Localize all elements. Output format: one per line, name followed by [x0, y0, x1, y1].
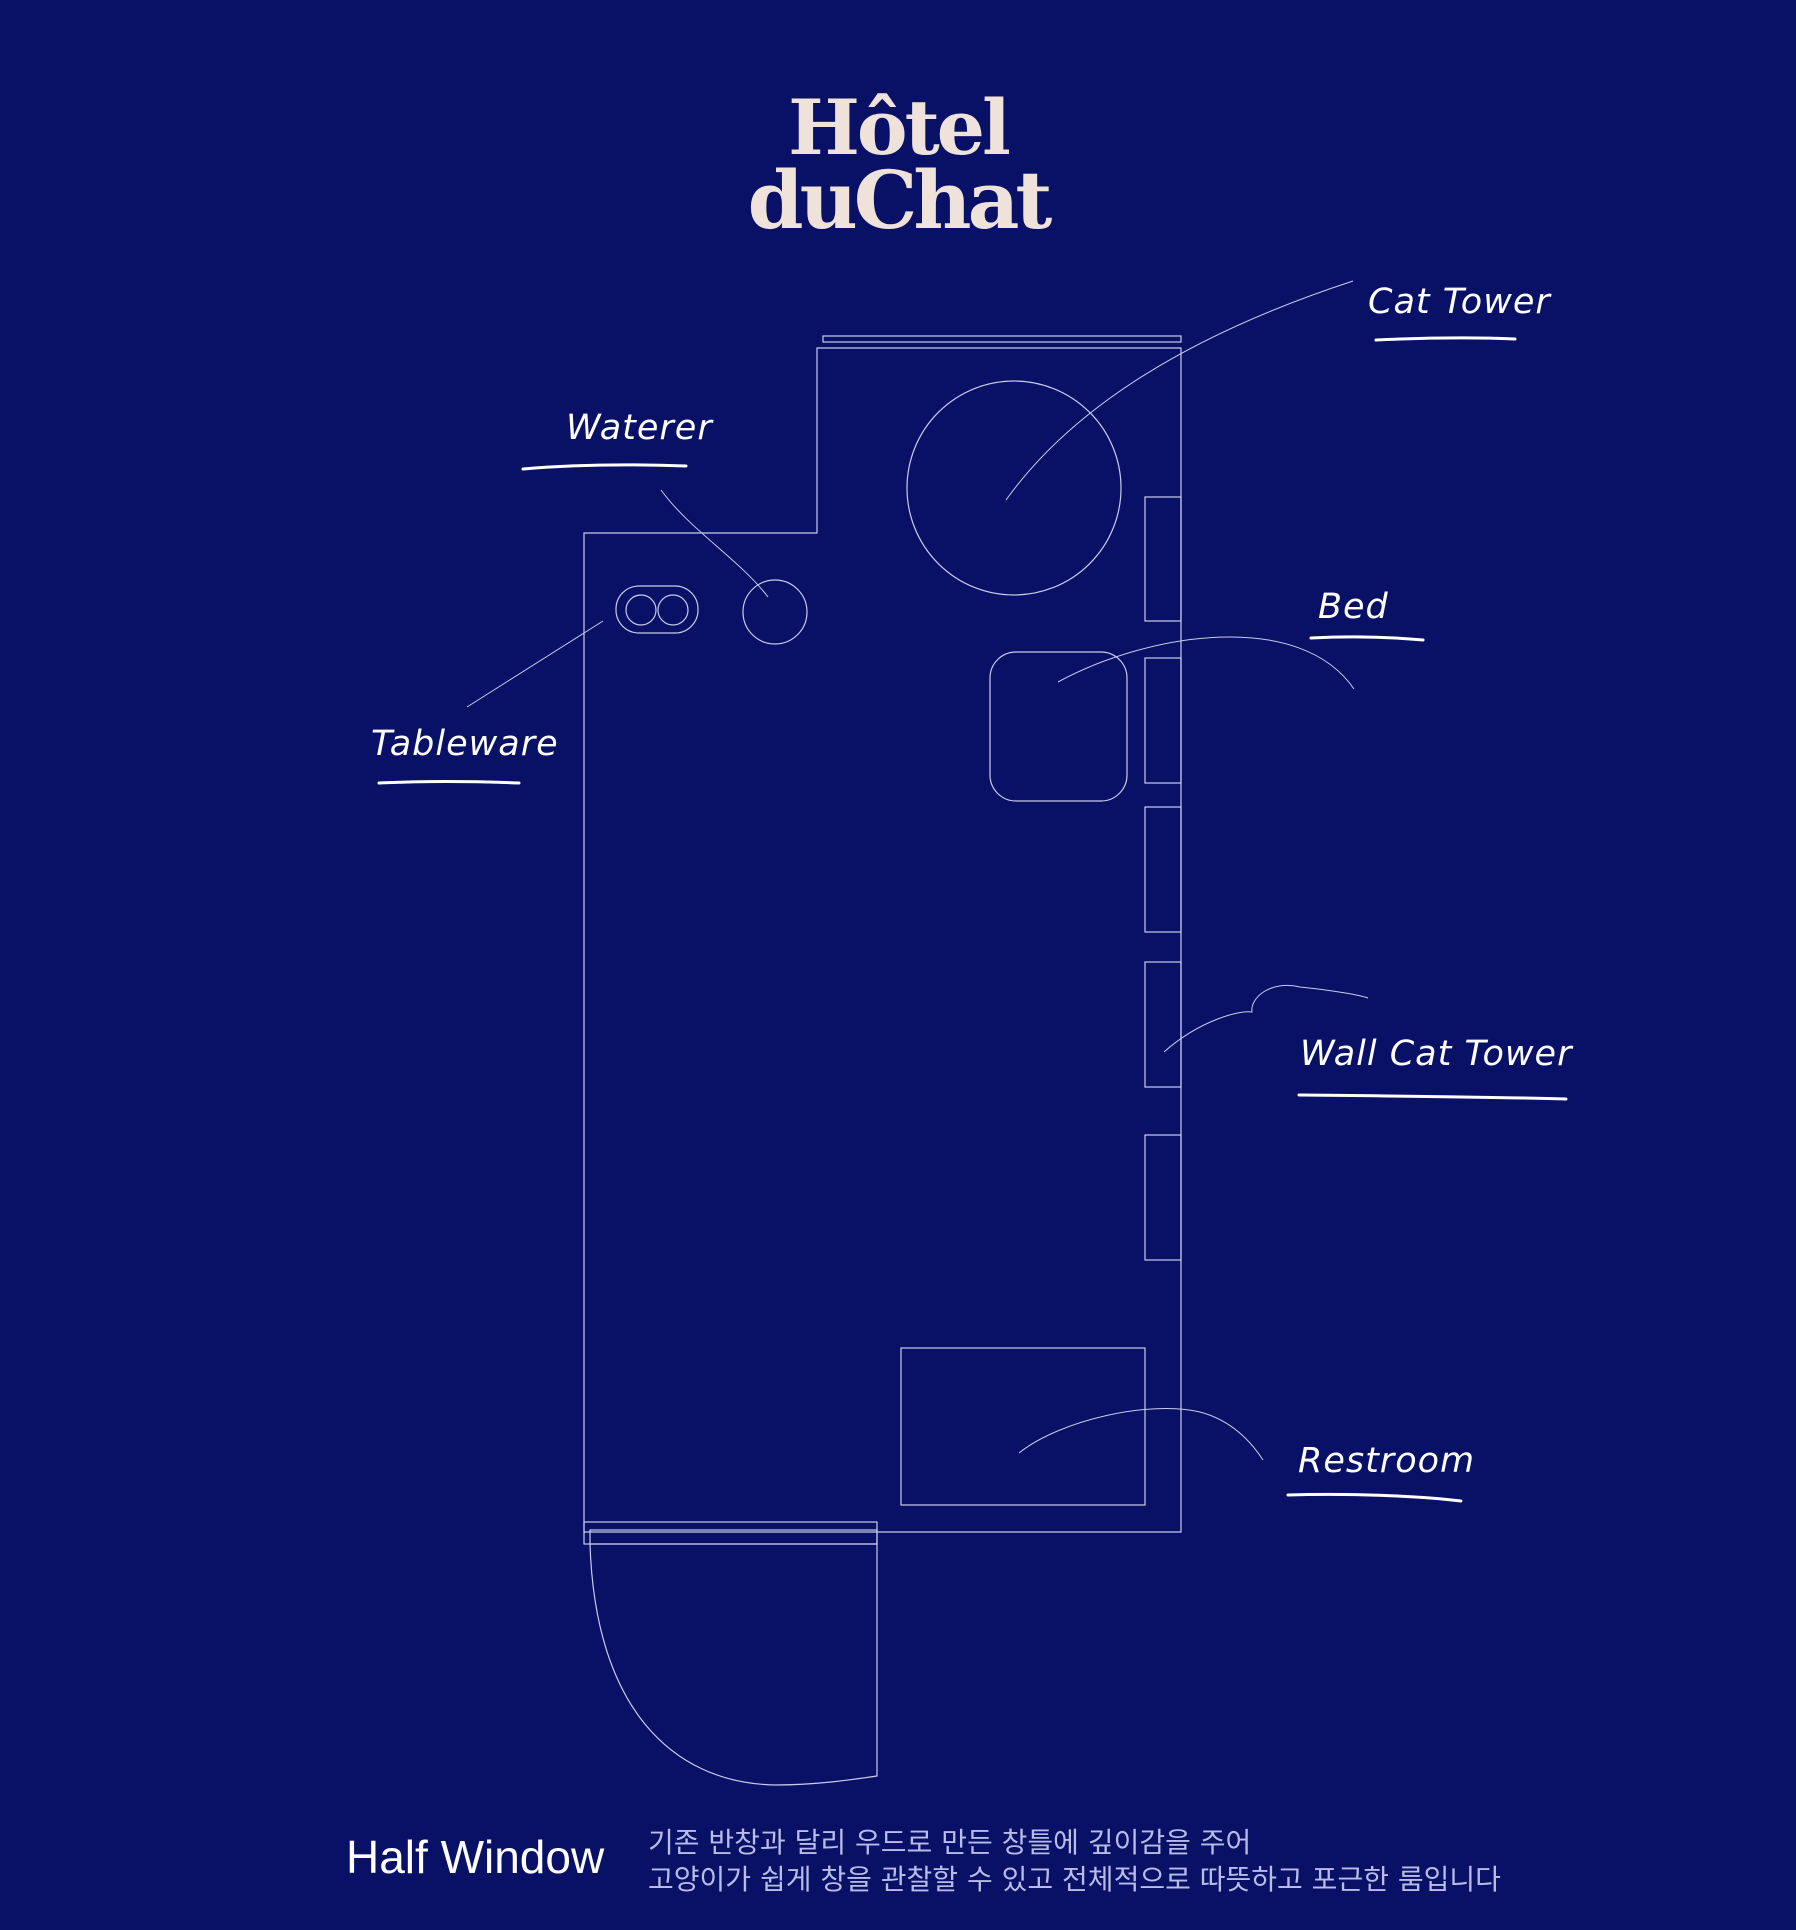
- underline-tableware: [377, 780, 521, 785]
- wall-shelf-1: [1144, 496, 1182, 622]
- wall-shelf-5: [1144, 1134, 1182, 1261]
- logo-line-2: duChat: [747, 153, 1053, 247]
- label-tableware: Tableware: [371, 724, 559, 764]
- leader-waterer: [660, 489, 769, 598]
- door-frame: [583, 1521, 878, 1545]
- tableware-shape: [615, 585, 699, 634]
- bed-shape: [989, 651, 1128, 802]
- underline-waterer: [521, 463, 688, 471]
- leader-restroom: [1018, 1407, 1264, 1461]
- description-line-2: 고양이가 쉽게 창을 관찰할 수 있고 전체적으로 따뜻하고 포근한 룸입니다: [648, 1863, 1501, 1896]
- room-outline: [583, 347, 1182, 1533]
- leader-tableware: [466, 620, 604, 708]
- label-restroom: Restroom: [1298, 1441, 1476, 1481]
- hotel-du-chat-logo: Hôtel duChat: [0, 83, 1796, 247]
- room-name: Half Window: [346, 1831, 605, 1883]
- label-wall-cat-tower: Wall Cat Tower: [1300, 1034, 1573, 1074]
- door-swing: [589, 1543, 878, 1786]
- label-waterer: Waterer: [566, 408, 713, 448]
- underline-cat-tower: [1374, 336, 1517, 342]
- wall-shelf-2: [1144, 657, 1182, 784]
- underline-restroom: [1286, 1492, 1463, 1503]
- leader-cat-tower: [1005, 280, 1354, 501]
- waterer-shape: [742, 579, 808, 645]
- wall-shelf-4: [1144, 961, 1182, 1088]
- top-window: [822, 335, 1182, 343]
- description-line-1: 기존 반창과 달리 우드로 만든 창틀에 깊이감을 주어: [648, 1826, 1252, 1859]
- leader-wall-cat-tower: [1163, 985, 1369, 1053]
- underline-wall-cat-tower: [1297, 1093, 1568, 1101]
- room-description: 기존 반창과 달리 우드로 만든 창틀에 깊이감을 주어 고양이가 쉽게 창을 …: [648, 1824, 1501, 1898]
- wall-shelf-3: [1144, 806, 1182, 933]
- label-bed: Bed: [1318, 587, 1389, 627]
- restroom-shape: [900, 1347, 1146, 1506]
- underline-bed: [1309, 635, 1425, 642]
- cat-tower-shape: [906, 380, 1122, 596]
- logo-line-1: Hôtel: [788, 83, 1011, 172]
- leader-bed: [1057, 636, 1355, 690]
- label-cat-tower: Cat Tower: [1368, 282, 1551, 322]
